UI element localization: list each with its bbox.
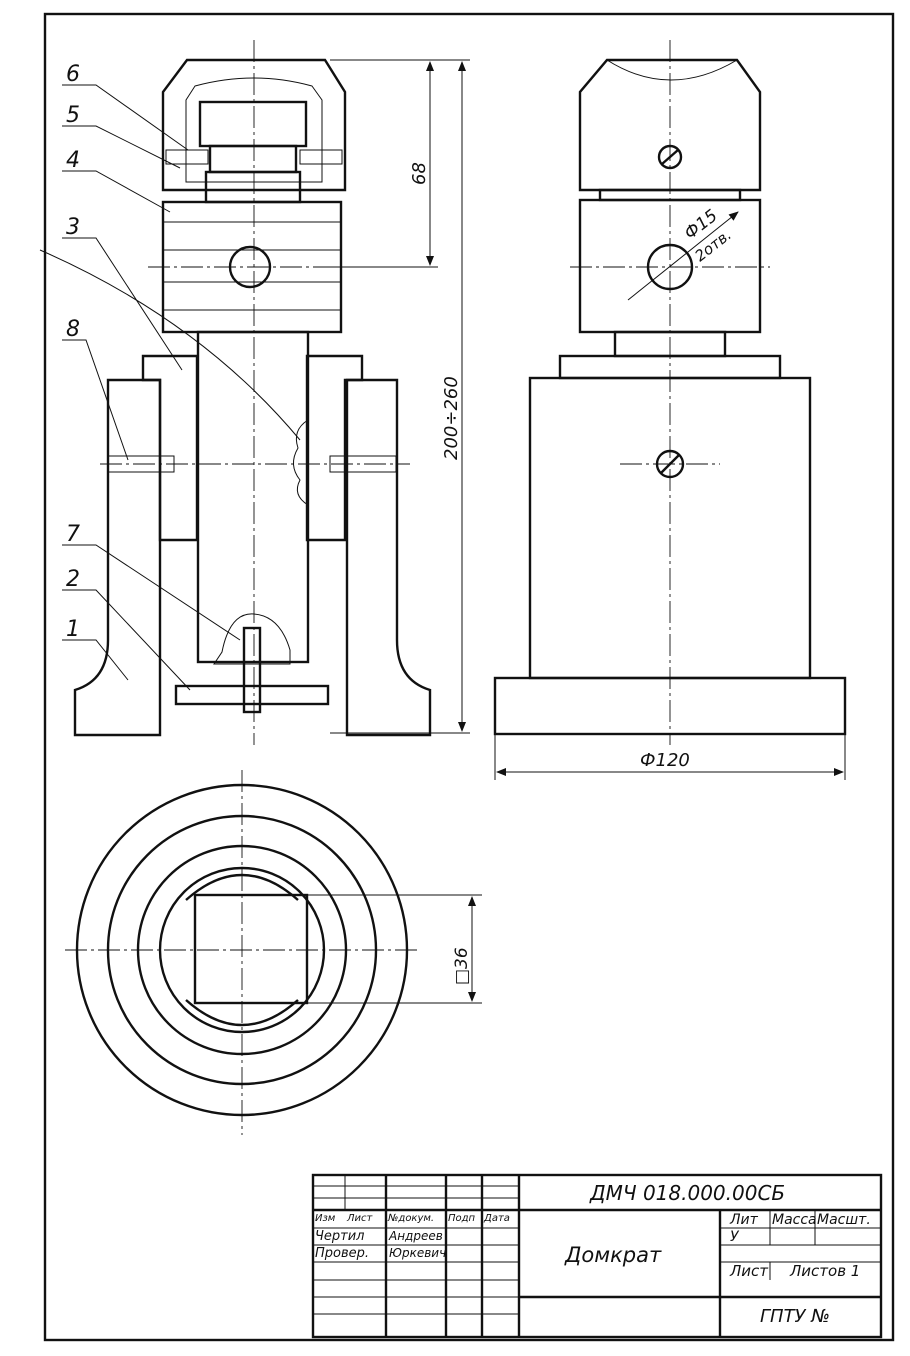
scale-label: Масшт. <box>817 1212 871 1228</box>
document-code: ДМЧ 018.000.00СБ <box>589 1181 785 1205</box>
dimension-lines <box>330 59 846 780</box>
lit-value: У <box>730 1229 740 1245</box>
screw <box>196 330 310 664</box>
header-sign: Подп <box>448 1213 476 1224</box>
dim-base-diameter: Ф120 <box>640 750 690 771</box>
callout-6: 6 <box>66 62 80 87</box>
dim-head-height: 68 <box>409 162 430 185</box>
sheet-label: Лист <box>729 1262 769 1280</box>
row-role-1: Чертил <box>315 1229 365 1244</box>
dim-total-height: 200÷260 <box>441 376 462 460</box>
callout-7: 7 <box>66 522 80 547</box>
housing <box>73 378 162 737</box>
knurled-square <box>193 893 309 1005</box>
callout-8: 8 <box>66 317 80 342</box>
header-doc-no: №докум. <box>387 1213 434 1224</box>
base-plate <box>174 684 330 706</box>
lit-label: Лит <box>729 1212 759 1228</box>
callout-1: 1 <box>66 617 80 642</box>
header-izm: Изм <box>315 1213 336 1224</box>
top-view <box>65 770 482 1135</box>
callout-4: 4 <box>66 148 80 173</box>
sheet-frame <box>43 12 895 1342</box>
head-cap <box>161 58 347 192</box>
row-role-2: Провер. <box>315 1246 369 1261</box>
organization: ГПТУ № <box>760 1306 830 1327</box>
front-section-view <box>73 40 432 745</box>
sheets-label: Листов 1 <box>789 1262 860 1280</box>
title-block: ДМЧ 018.000.00СБ Домкрат Изм Лист №докум… <box>311 1173 883 1339</box>
part-name: Домкрат <box>564 1243 662 1267</box>
callout-leaders <box>39 84 301 691</box>
callout-2: 2 <box>66 567 80 592</box>
callout-3: 3 <box>66 215 80 240</box>
callout-labels: 6 5 4 3 8 7 2 1 <box>66 62 80 642</box>
row-name-2: Юркевич <box>389 1246 446 1260</box>
callout-5: 5 <box>66 103 80 128</box>
header-date: Дата <box>483 1213 510 1224</box>
mass-label: Масса <box>772 1212 817 1228</box>
dimension-texts: 68 200÷260 Ф120 Ф15 2отв. □36 <box>409 162 735 985</box>
side-view <box>493 40 847 745</box>
row-name-1: Андреев <box>388 1229 443 1243</box>
dim-square-size: □36 <box>452 947 472 985</box>
header-list: Лист <box>346 1213 374 1224</box>
